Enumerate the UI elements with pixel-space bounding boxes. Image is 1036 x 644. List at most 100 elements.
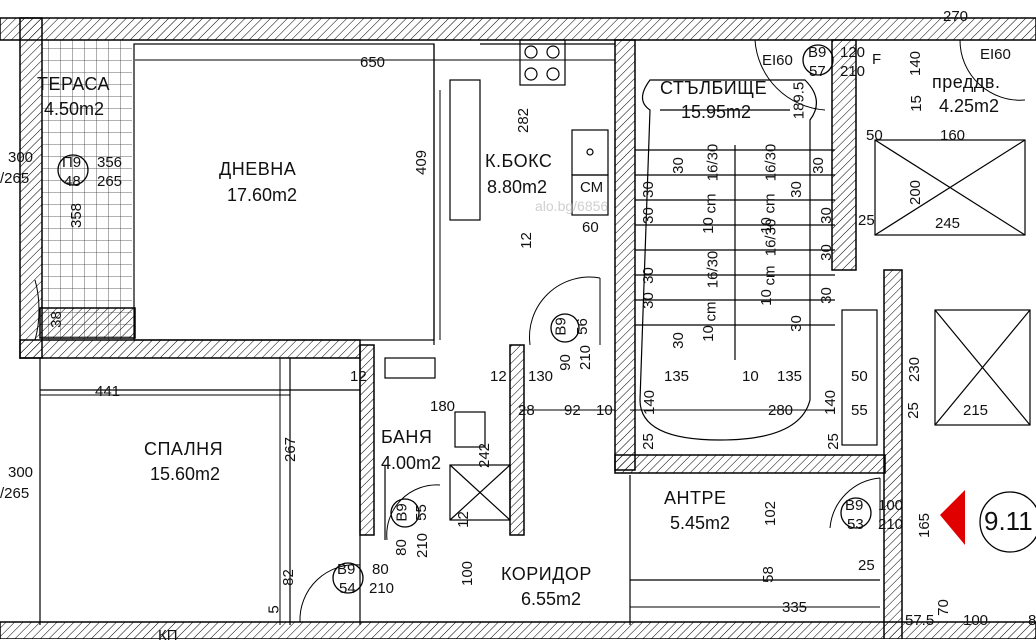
dim-135-a: 135 <box>664 368 690 385</box>
dim-189-5: 189.5 <box>790 81 808 120</box>
dim-90: 90 <box>556 354 574 371</box>
dim-200: 200 <box>907 179 925 206</box>
dimension-lines <box>40 59 880 625</box>
stair-cm-d: cm <box>761 265 779 286</box>
room-area-stair: 15.95m2 <box>681 102 752 122</box>
stair-30-b: 30 <box>639 181 657 198</box>
door-p9-size: 356 <box>97 154 123 171</box>
door-ei60-a: EI60 <box>762 52 793 69</box>
room-name-bath: БАНЯ <box>381 427 433 447</box>
door-b9c-size: 80 <box>392 539 410 556</box>
dim-441: 441 <box>95 383 121 400</box>
room-name-hall-top: преддв. <box>932 72 1001 92</box>
stair-10-a: 10 <box>699 217 717 234</box>
section-marker-label: 9.11 <box>984 506 1033 536</box>
dim-10-a: 10 <box>596 402 613 419</box>
stair-30-c: 30 <box>639 207 657 224</box>
door-b9a-size: 120 <box>840 44 866 61</box>
dim-140-b: 140 <box>822 389 840 416</box>
dim-25-d: 25 <box>858 212 875 229</box>
dim-25-b: 25 <box>824 433 842 450</box>
door-b9c-code: B9 <box>393 503 411 522</box>
watermark: alo.bg/6856 <box>535 198 609 214</box>
door-b9d-w: 54 <box>339 580 356 597</box>
dim-28: 28 <box>518 402 535 419</box>
room-area-living: 17.60m2 <box>227 185 298 205</box>
room-name-living: ДНЕВНА <box>219 159 297 179</box>
stair-cm-c: cm <box>761 193 779 214</box>
dim-12-a: 12 <box>517 232 535 249</box>
dim-8: 8 <box>1028 612 1036 629</box>
fixture-kp-label: КП <box>158 627 178 644</box>
door-p9-w: 48 <box>64 173 81 190</box>
dim-92: 92 <box>564 402 581 419</box>
dim-140-c: 140 <box>907 50 925 77</box>
dim-100-b: 100 <box>963 612 989 629</box>
room-area-terrace: 4.50m2 <box>44 99 105 119</box>
stair-30-a: 30 <box>669 157 687 174</box>
room-area-entry: 5.45m2 <box>670 513 731 533</box>
terrace-tiles <box>42 40 132 340</box>
dim-50-b: 50 <box>866 127 883 144</box>
door-b9b-code: B9 <box>552 317 570 336</box>
stair-30-l: 30 <box>787 315 805 332</box>
dim-409: 409 <box>413 149 431 176</box>
door-ei60-b: EI60 <box>980 46 1011 63</box>
door-b9e-h: 210 <box>878 516 904 533</box>
dim-160: 160 <box>940 127 966 144</box>
dim-230: 230 <box>906 356 924 383</box>
room-name-terrace: ТЕРАСА <box>37 74 111 94</box>
dim-25-c: 25 <box>858 557 875 574</box>
room-name-stair: СТЪЛБИЩЕ <box>660 78 768 98</box>
dim-70: 70 <box>934 599 952 616</box>
door-p9-code: П9 <box>62 154 82 171</box>
stair-cm-b: cm <box>702 301 720 322</box>
room-name-bedroom: СПАЛНЯ <box>144 439 224 459</box>
dim-165: 165 <box>916 512 934 539</box>
door-tags <box>57 44 1036 594</box>
dim-282: 282 <box>515 107 533 134</box>
stair-30-f: 30 <box>669 332 687 349</box>
dim-135-b: 135 <box>777 368 803 385</box>
door-b9e-code: B9 <box>845 497 864 514</box>
door-b9a-w: 57 <box>809 63 826 80</box>
room-area-bath: 4.00m2 <box>381 453 442 473</box>
dim-12-c: 12 <box>490 368 507 385</box>
dim-57-5: 57.5 <box>905 612 935 629</box>
stair-ratio-c: 16/30 <box>762 143 780 182</box>
door-b9d-size: 80 <box>372 561 389 578</box>
stair-30-i: 30 <box>817 207 835 224</box>
dim-140-a: 140 <box>641 389 659 416</box>
dim-82: 82 <box>279 569 297 586</box>
door-b9c-h: 210 <box>414 532 432 559</box>
stair-ratio-a: 16/30 <box>704 143 722 182</box>
dim-215: 215 <box>963 402 989 419</box>
stair-ratio-d: 16/30 <box>762 218 780 257</box>
stair-10-d: 10 <box>757 289 775 306</box>
dim-270: 270 <box>943 8 969 25</box>
dim-280: 280 <box>768 402 794 419</box>
dim-15: 15 <box>907 95 925 112</box>
section-marker-arrow <box>940 490 965 545</box>
fixture-60-label: 60 <box>582 219 599 236</box>
fixture-washer-label: СМ <box>580 179 604 196</box>
dim-265-b: /265 <box>0 485 30 502</box>
door-b9b-w: 56 <box>573 318 591 335</box>
stair-ratio-b: 16/30 <box>704 250 722 289</box>
dim-10-b: 10 <box>742 368 759 385</box>
room-area-hall-top: 4.25m2 <box>939 96 1000 116</box>
stair-30-h: 30 <box>787 181 805 198</box>
stair-30-e: 30 <box>639 292 657 309</box>
stair-30-g: 30 <box>809 157 827 174</box>
dim-102: 102 <box>762 500 780 527</box>
door-b9a-extra: F <box>872 51 882 68</box>
room-area-kitchen: 8.80m2 <box>487 177 548 197</box>
dim-300-a: 300 <box>8 149 34 166</box>
door-b9a-h: 210 <box>840 63 866 80</box>
door-p9-h: 265 <box>97 173 123 190</box>
dim-650: 650 <box>360 54 386 71</box>
walls <box>0 17 1036 639</box>
room-name-kitchen: К.БОКС <box>485 151 553 171</box>
dim-242: 242 <box>476 442 494 469</box>
door-b9d-code: B9 <box>337 561 356 578</box>
